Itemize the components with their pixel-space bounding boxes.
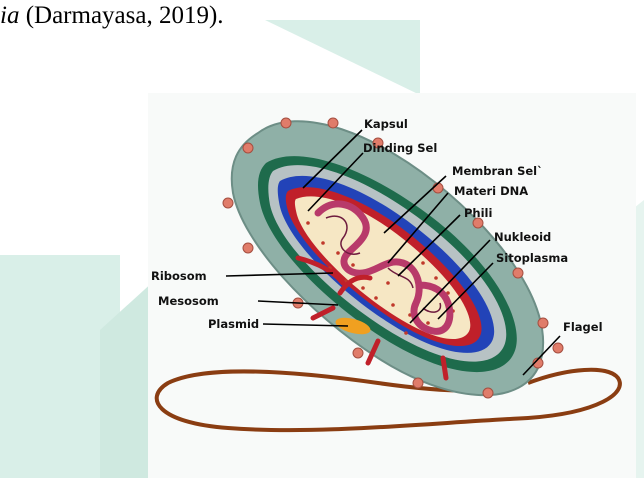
caption-citation: (Darmayasa, 2019). bbox=[19, 2, 223, 29]
label-materi-dna: Materi DNA bbox=[454, 184, 528, 198]
label-nukleoid: Nukleoid bbox=[494, 230, 551, 244]
label-membran-sel: Membran Sel` bbox=[452, 164, 543, 178]
label-plasmid: Plasmid bbox=[208, 317, 259, 331]
label-dinding-sel: Dinding Sel bbox=[363, 141, 437, 155]
label-kapsul: Kapsul bbox=[364, 117, 408, 131]
bacteria-diagram: Kapsul Dinding Sel Membran Sel` Materi D… bbox=[148, 93, 636, 478]
label-phili: Phili bbox=[464, 206, 492, 220]
label-mesosom: Mesosom bbox=[158, 294, 219, 308]
watermark-top-triangle bbox=[265, 20, 420, 95]
caption-text: ia (Darmayasa, 2019). bbox=[0, 2, 224, 30]
bacteria-diagram-svg: Kapsul Dinding Sel Membran Sel` Materi D… bbox=[148, 93, 636, 478]
label-ribosom: Ribosom bbox=[151, 269, 207, 283]
label-sitoplasma: Sitoplasma bbox=[496, 251, 568, 265]
label-flagel: Flagel bbox=[563, 320, 603, 334]
caption-italic: ia bbox=[0, 2, 19, 29]
